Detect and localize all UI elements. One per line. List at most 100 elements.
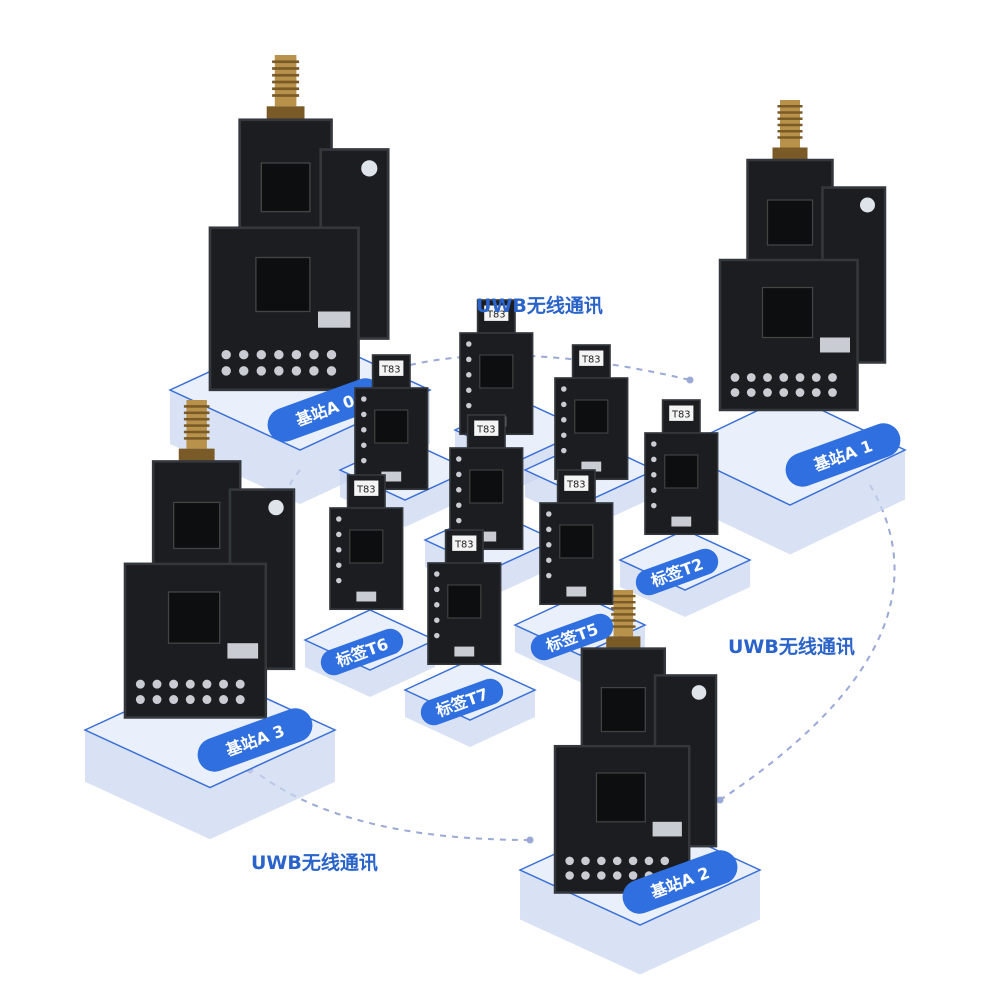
antenna-thread [777, 130, 803, 133]
comm-label-bottom: UWB无线通讯 [251, 852, 378, 874]
uwb-anchor-board-icon [718, 100, 887, 412]
usb-port-icon [566, 586, 587, 597]
pin-icon [152, 695, 162, 704]
antenna-thread [272, 60, 300, 64]
antenna-thread [611, 613, 636, 616]
uwb-anchor-board-icon [553, 590, 718, 894]
mount-hole-icon [860, 197, 875, 213]
antenna-thread [272, 94, 300, 97]
arc-arrow-icon [686, 376, 694, 384]
anchor-a1: 基站A 1 [718, 100, 901, 487]
mount-hole-icon [268, 499, 284, 516]
pin-icon [336, 516, 342, 522]
pin-icon [730, 388, 740, 397]
pin-icon [597, 871, 606, 880]
pin-icon [456, 471, 462, 478]
antenna-thread [183, 405, 210, 408]
pin-icon [660, 856, 670, 866]
chip-icon [447, 584, 482, 619]
tag-chip-text: T83 [454, 540, 474, 551]
pin-icon [561, 417, 567, 423]
anchor-a2: 基站A 2 [553, 590, 738, 914]
pin-icon [185, 679, 195, 689]
pin-icon [612, 871, 622, 880]
usb-port-icon [652, 821, 682, 837]
antenna-nut [266, 106, 305, 120]
badge-pill [267, 378, 383, 442]
pin-icon [239, 366, 249, 376]
chip-icon [766, 199, 814, 246]
tag-chip-text: T83 [671, 410, 691, 421]
pin-icon [561, 447, 567, 454]
pin-icon [326, 349, 337, 360]
pin-icon [456, 456, 462, 462]
pin-icon [169, 679, 179, 689]
pin-icon [274, 349, 284, 360]
pin-icon [274, 366, 284, 376]
tag-chip-sticker [579, 350, 604, 366]
usb-port-icon [356, 591, 377, 602]
antenna-thread [183, 430, 210, 434]
antenna-thread [777, 136, 803, 139]
tag-chip-sticker [474, 420, 499, 436]
chip-icon [600, 686, 646, 733]
pin-icon [828, 373, 837, 382]
pin-icon [135, 695, 145, 704]
chip-icon [469, 469, 504, 504]
pin-icon [651, 441, 657, 447]
badge-pill [635, 548, 719, 596]
pin-icon [651, 487, 657, 493]
tag-t4: T83 [449, 414, 524, 551]
antenna-thread [272, 73, 300, 77]
pin-icon [169, 695, 179, 704]
pin-icon [651, 456, 657, 463]
usb-port-icon [581, 461, 602, 472]
pin-icon [185, 695, 195, 704]
pin-icon [779, 373, 789, 382]
pin-icon [651, 502, 657, 509]
pin-icon [235, 695, 245, 704]
antenna-thread [777, 123, 803, 127]
tag-chip-sticker [354, 480, 379, 496]
antenna-nut [606, 636, 641, 649]
pin-icon [219, 695, 229, 704]
uwb-tag-board-icon: T83 [354, 354, 429, 491]
pin-icon [202, 679, 212, 689]
pin-icon [434, 602, 440, 608]
pin-icon [466, 402, 472, 409]
pin-icon [466, 387, 472, 393]
pin-icon [746, 388, 756, 397]
pin-icon [361, 396, 367, 402]
uwb-tag-board-icon: T83 [644, 399, 719, 536]
pin-icon [291, 366, 302, 376]
pin-icon [612, 856, 622, 866]
usb-port-icon [454, 646, 475, 657]
antenna-thread [272, 87, 300, 91]
usb-port-icon [671, 516, 692, 527]
antenna-thread [272, 67, 300, 70]
badge-pill [420, 678, 504, 726]
antenna-thread [183, 417, 210, 421]
pin-icon [336, 531, 342, 538]
arc-arrow-icon [526, 836, 534, 844]
chip-icon [349, 529, 384, 564]
antenna-nut [178, 448, 215, 462]
antenna-thread [183, 411, 210, 415]
tag-chip-text: T83 [381, 365, 401, 376]
pin-icon [746, 373, 756, 382]
badge-pill [530, 613, 614, 661]
mount-hole-icon [691, 685, 707, 700]
pin-icon [628, 856, 638, 866]
antenna-thread [777, 117, 803, 120]
usb-port-icon [318, 311, 351, 328]
pin-icon [466, 356, 472, 363]
comm-arc [719, 484, 896, 801]
tag-chip-sticker [379, 360, 404, 376]
usb-port-icon [381, 471, 402, 482]
pin-icon [644, 856, 654, 866]
antenna-thread [611, 594, 636, 598]
usb-port-icon [476, 531, 497, 542]
chip-icon [664, 454, 699, 489]
